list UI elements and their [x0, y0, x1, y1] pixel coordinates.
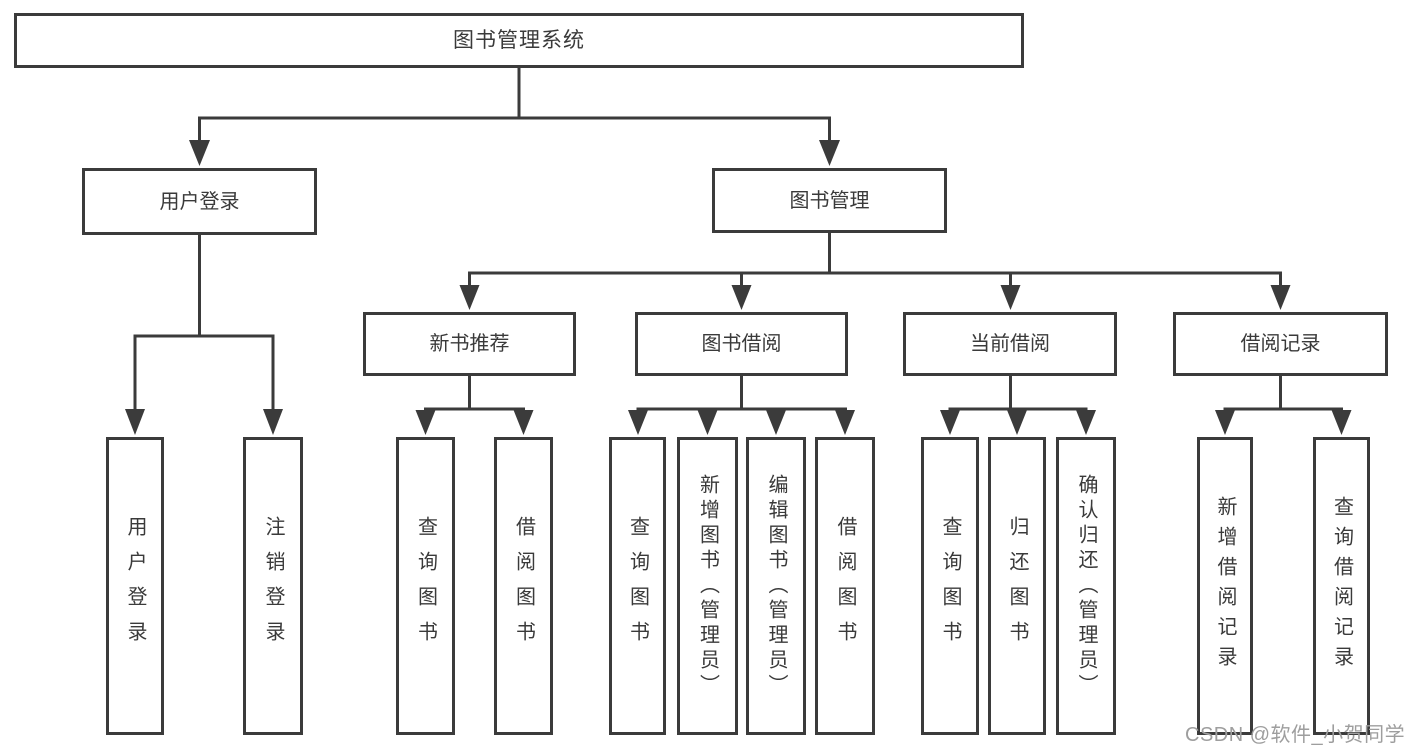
leaf-user-login: 用户登录: [106, 437, 164, 735]
node-new-book-recommend: 新书推荐: [363, 312, 576, 376]
leaf-return-books: 归还图书: [988, 437, 1046, 735]
leaf-query-borrow-record: 查询借阅记录: [1313, 437, 1370, 735]
node-borrow-records: 借阅记录: [1173, 312, 1388, 376]
leaf-query-books-recommend: 查询图书: [396, 437, 455, 735]
leaf-edit-books-admin: 编辑图书（管理员）: [746, 437, 806, 735]
leaf-add-books-admin: 新增图书（管理员）: [677, 437, 738, 735]
node-book-borrowing: 图书借阅: [635, 312, 848, 376]
node-library-system: 图书管理系统: [14, 13, 1024, 68]
watermark-text: CSDN @软件_小贺同学: [1185, 724, 1405, 746]
leaf-query-books-borrow: 查询图书: [609, 437, 666, 735]
leaf-borrow-books: 借阅图书: [815, 437, 875, 735]
leaf-add-borrow-record: 新增借阅记录: [1197, 437, 1253, 735]
node-current-borrowing: 当前借阅: [903, 312, 1117, 376]
leaf-query-books-current: 查询图书: [921, 437, 979, 735]
leaf-confirm-return-admin: 确认归还（管理员）: [1056, 437, 1116, 735]
leaf-borrow-books-recommend: 借阅图书: [494, 437, 553, 735]
node-user-login: 用户登录: [82, 168, 317, 235]
node-book-management: 图书管理: [712, 168, 947, 233]
leaf-logout-login: 注销登录: [243, 437, 303, 735]
